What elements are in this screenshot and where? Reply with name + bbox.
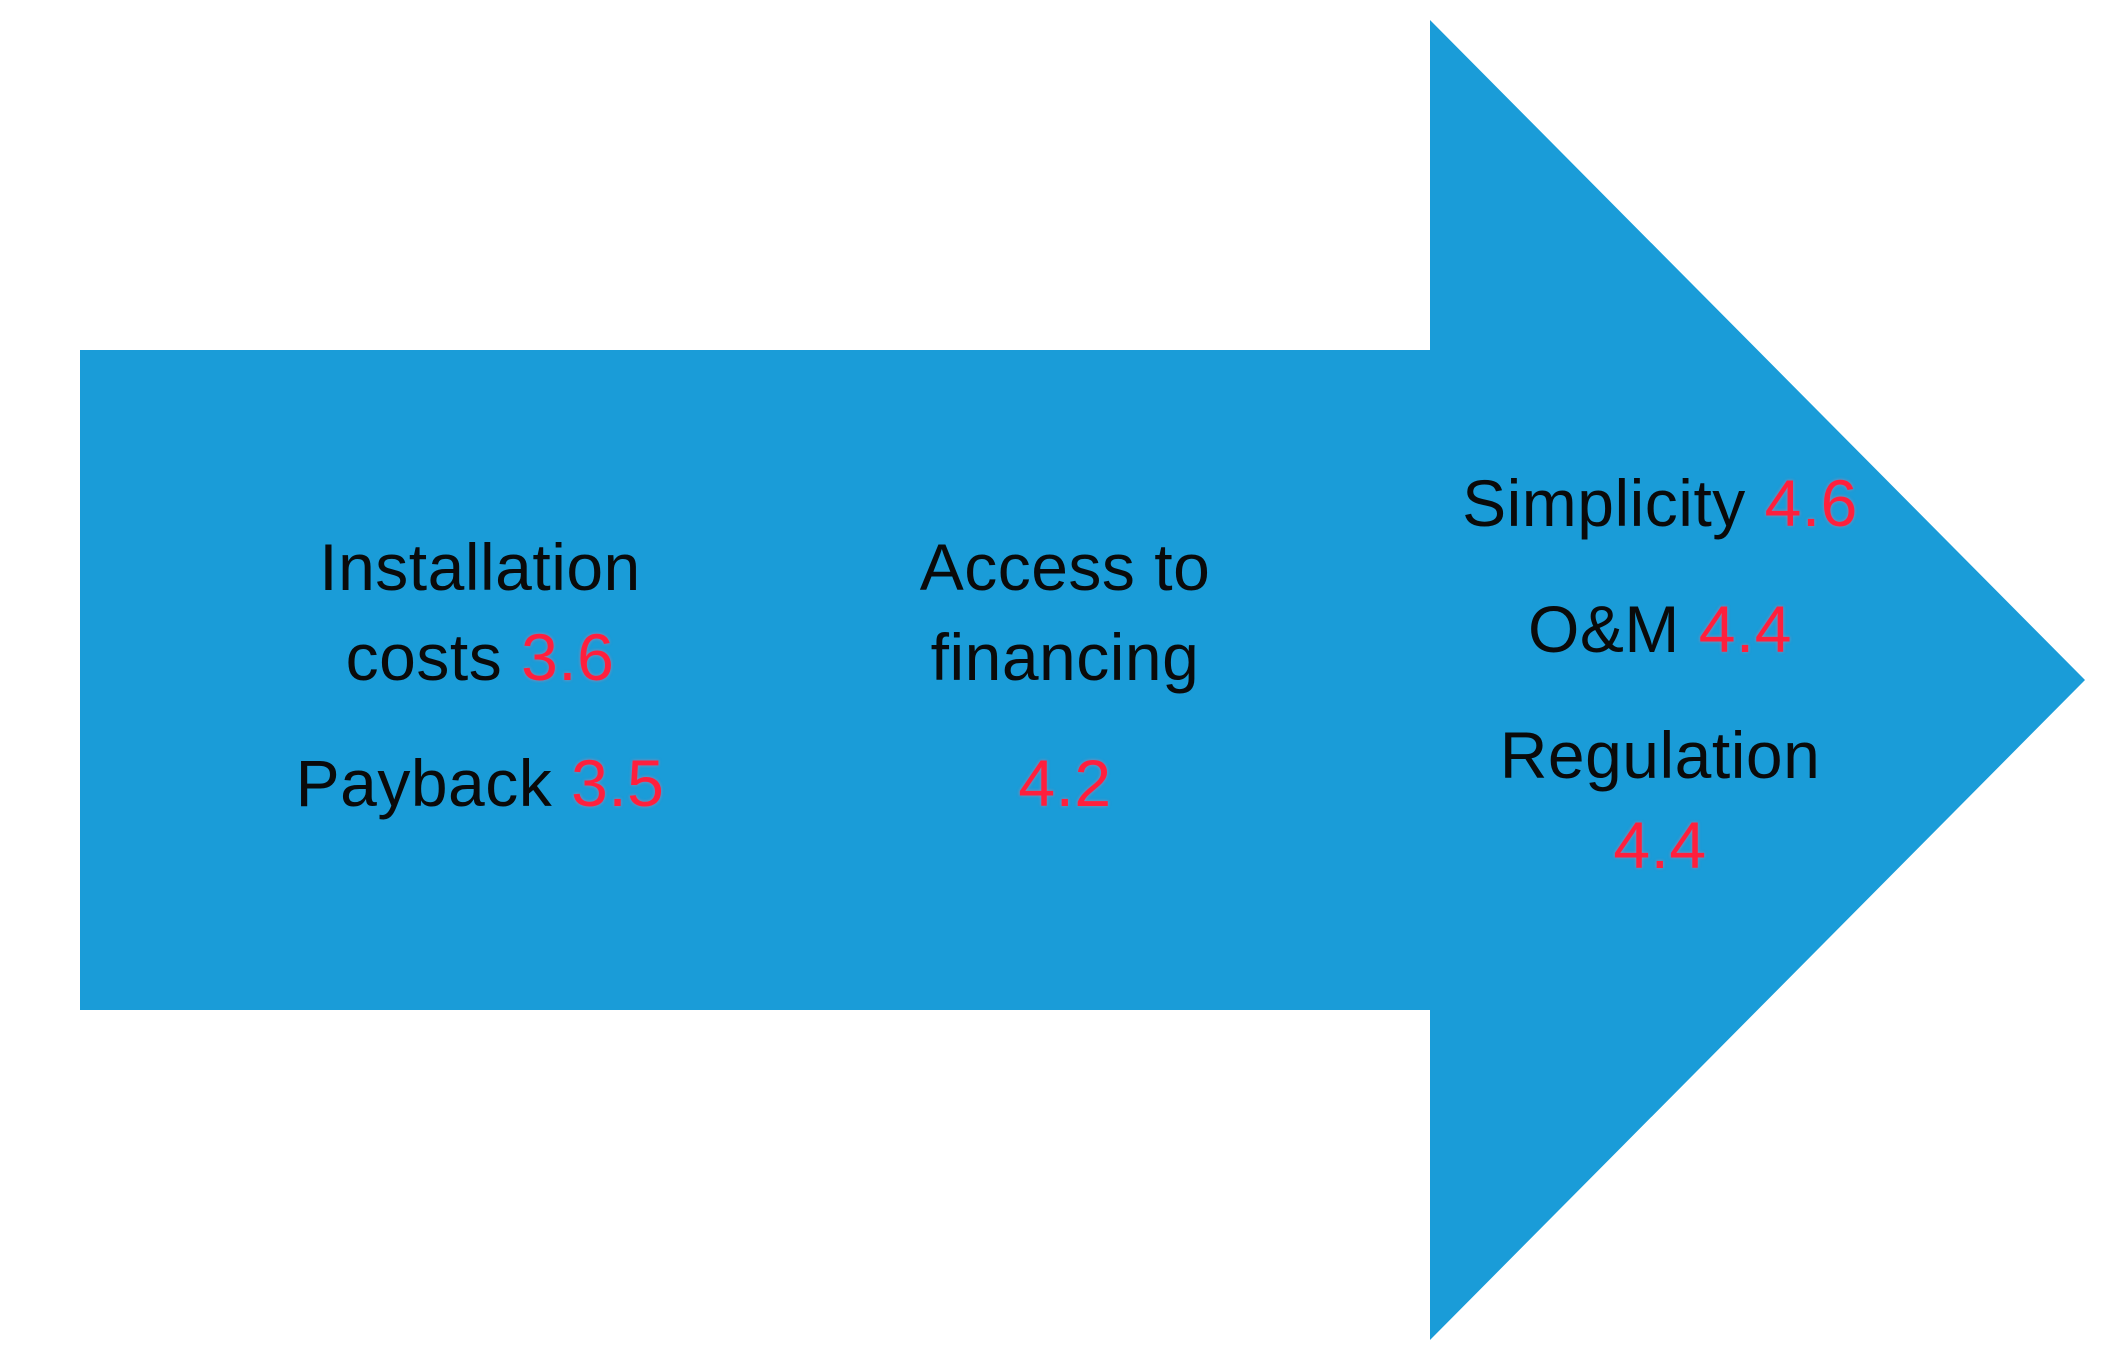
- arrow-body: [80, 20, 2085, 1340]
- om-score: 4.4: [1698, 592, 1792, 666]
- payback-line: Payback 3.5: [230, 738, 730, 828]
- installation-label-line1: Installation: [319, 530, 641, 604]
- access-label-line1: Access to: [919, 530, 1211, 604]
- simplicity-line: Simplicity 4.6: [1390, 458, 1930, 548]
- regulation-score: 4.4: [1613, 808, 1707, 882]
- barrier-group-operation: Simplicity 4.6 O&M 4.4 Regulation 4.4: [1390, 458, 1930, 890]
- simplicity-score: 4.6: [1764, 466, 1858, 540]
- barrier-group-costs: Installation costs 3.6 Payback 3.5: [230, 522, 730, 828]
- installation-score: 3.6: [521, 620, 615, 694]
- om-label: O&M: [1528, 592, 1680, 666]
- regulation-label: Regulation: [1499, 718, 1821, 792]
- access-score: 4.2: [1018, 746, 1112, 820]
- access-label-line2: financing: [930, 620, 1200, 694]
- installation-label-text: costs: [345, 620, 503, 694]
- payback-score: 3.5: [571, 746, 665, 820]
- barrier-group-financing: Access to financing 4.2: [830, 522, 1300, 828]
- simplicity-label: Simplicity: [1462, 466, 1746, 540]
- om-line: O&M 4.4: [1390, 584, 1930, 674]
- installation-label-line2: costs 3.6: [230, 612, 730, 702]
- payback-label: Payback: [295, 746, 553, 820]
